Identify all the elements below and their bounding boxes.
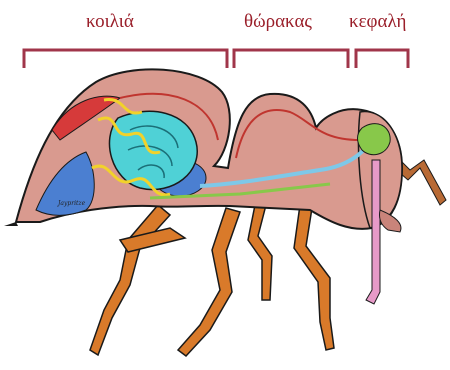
- legs: [90, 205, 334, 356]
- brain: [358, 124, 391, 155]
- crop: [109, 111, 197, 189]
- stinger: [4, 222, 18, 226]
- artist-signature: Jaypritze: [58, 200, 85, 207]
- head-bracket: [356, 50, 408, 68]
- abdomen-bracket: [24, 50, 227, 68]
- thorax-bracket: [234, 50, 348, 68]
